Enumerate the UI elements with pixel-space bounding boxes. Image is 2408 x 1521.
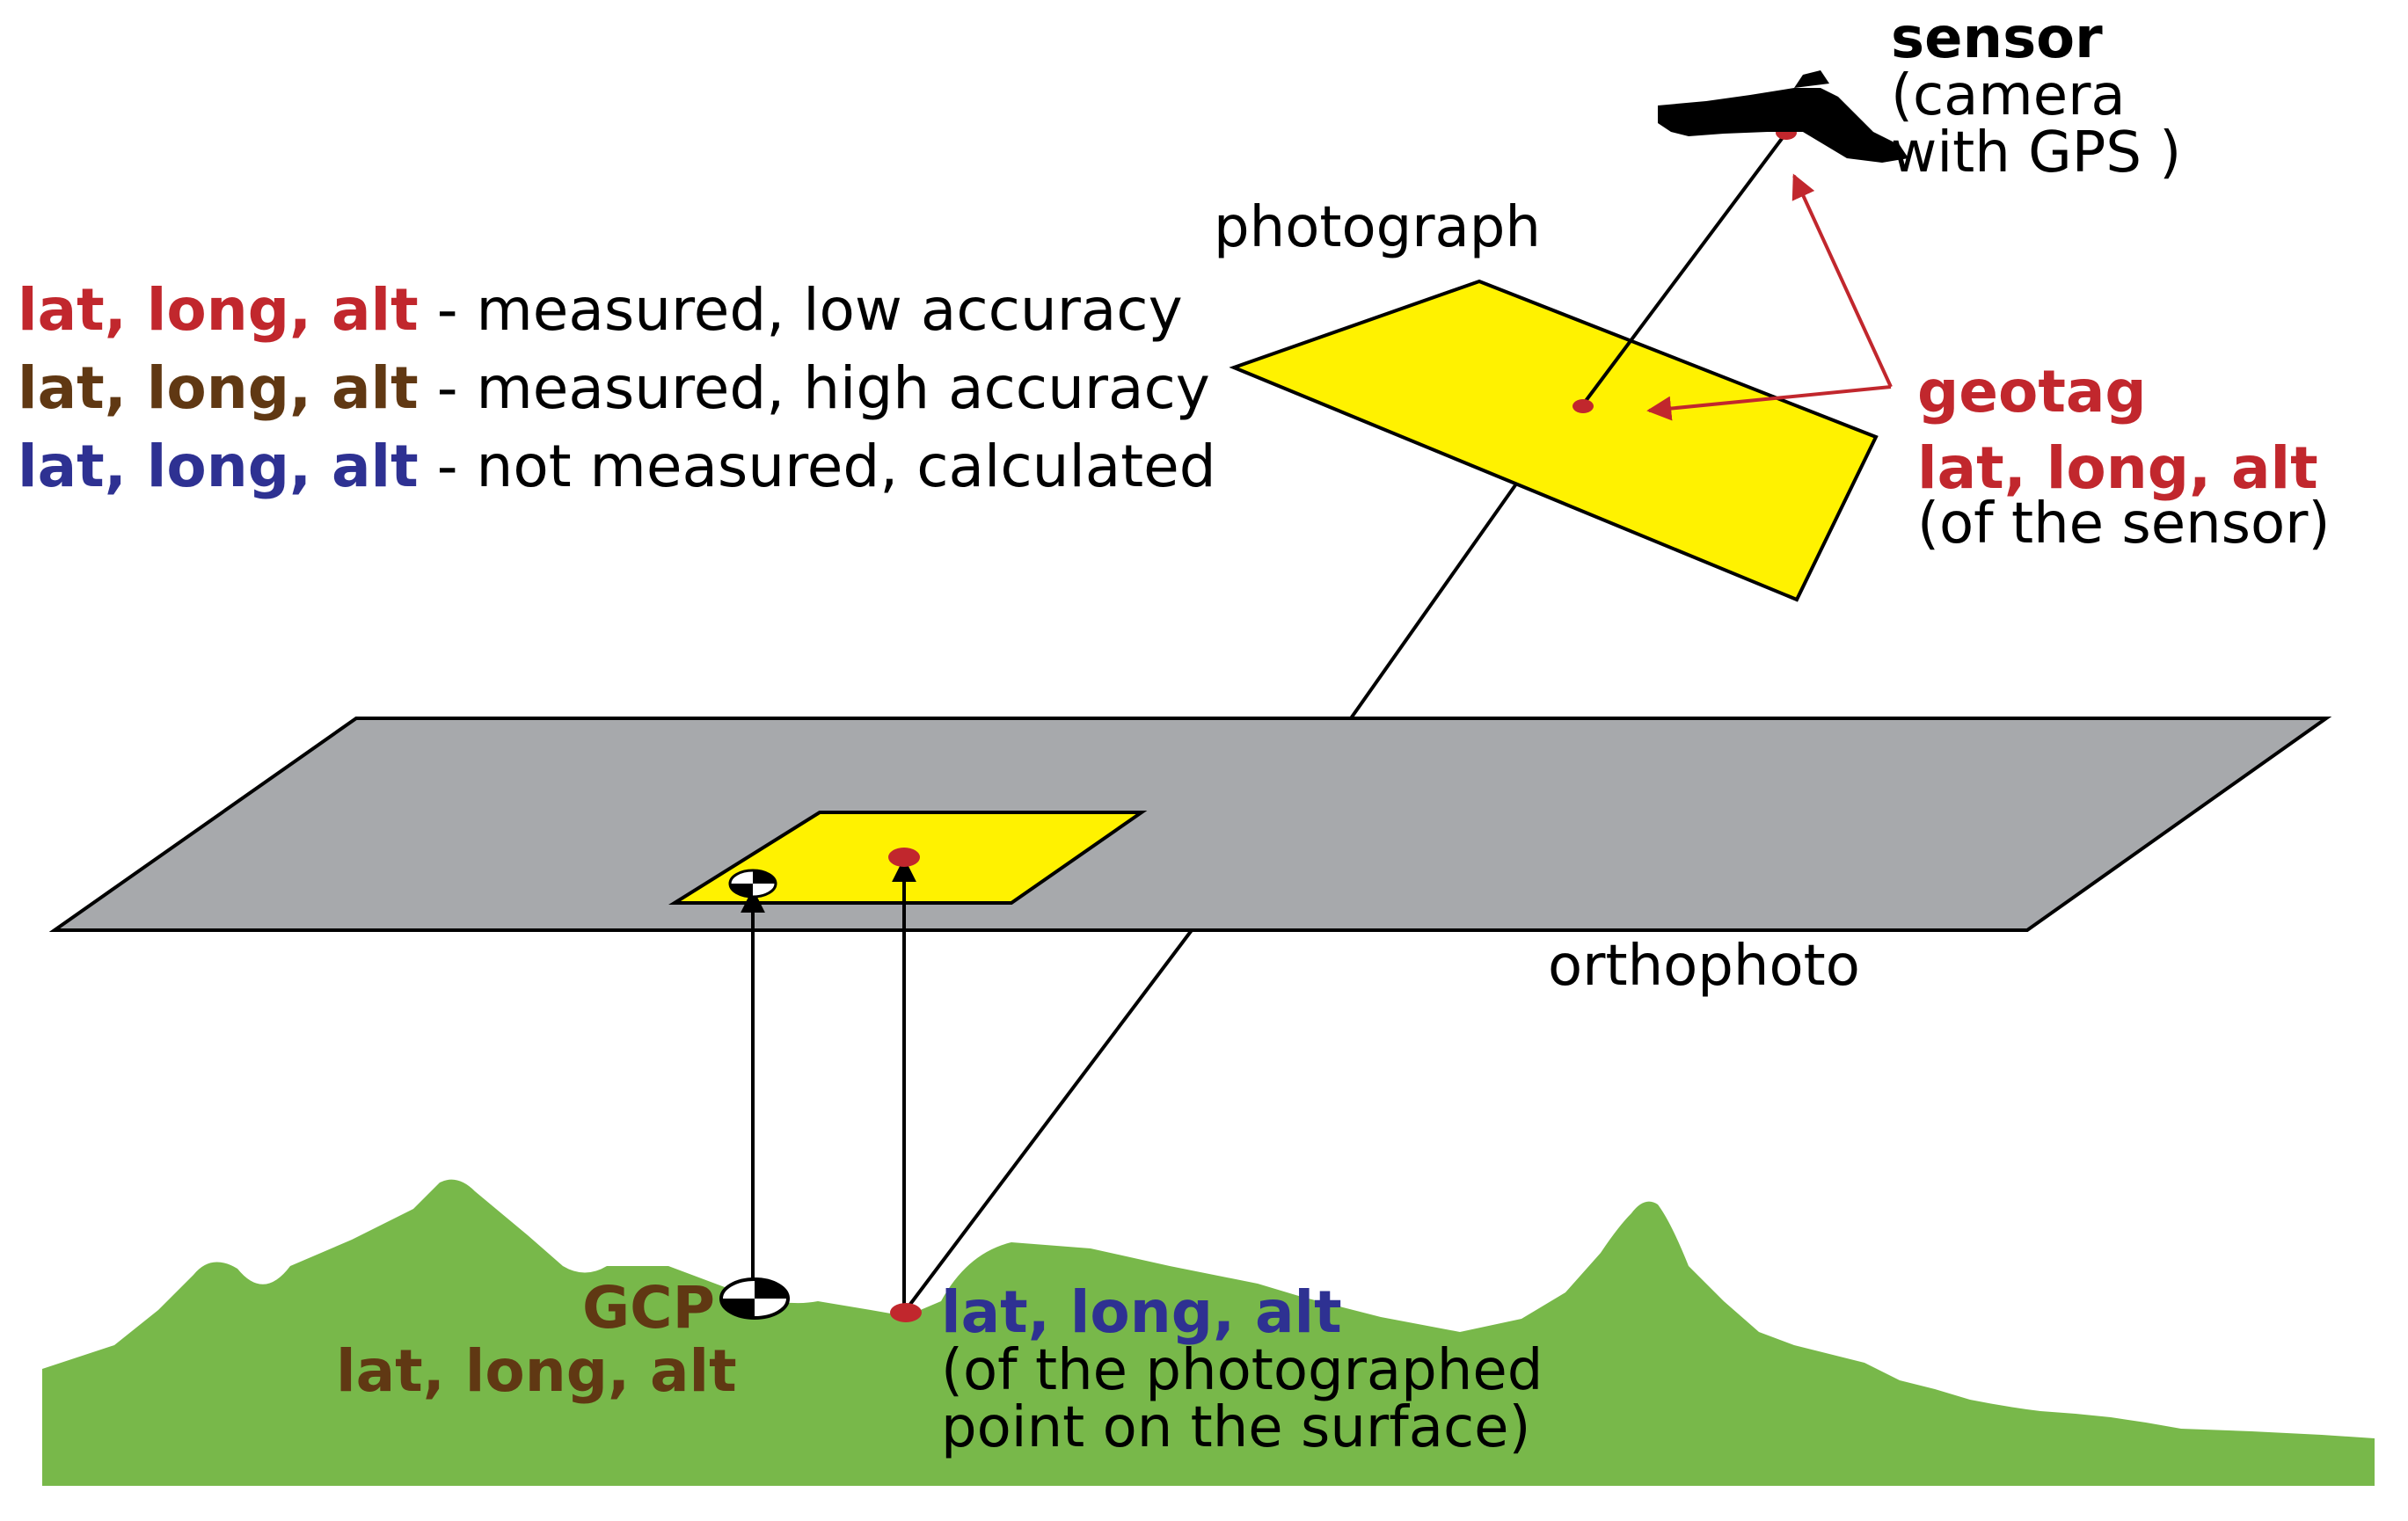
ground-terrain xyxy=(42,1179,2375,1486)
legend-row-calculated: lat, long, alt - not measured, calculate… xyxy=(18,433,1216,500)
photograph-plane xyxy=(1229,279,1879,602)
sensor-title: sensor xyxy=(1891,6,2103,71)
drone-sensor-tail xyxy=(1794,70,1829,88)
legend-key-low-accuracy: lat, long, alt xyxy=(18,276,419,344)
projection-ray-middle xyxy=(1349,481,1519,720)
sensor-line2: with GPS ) xyxy=(1891,120,2181,186)
gcp-title: GCP xyxy=(582,1274,715,1342)
legend-desc-high-accuracy: - measured, high accuracy xyxy=(419,354,1210,422)
geotag-note: (of the sensor) xyxy=(1917,491,2330,557)
surface-point-line1: (of the photographed xyxy=(941,1338,1543,1403)
legend-desc-calculated: - not measured, calculated xyxy=(419,433,1216,500)
drone-sensor-icon xyxy=(1658,88,1908,163)
legend-key-calculated: lat, long, alt xyxy=(18,433,419,500)
geotag-arrow-to-sensor xyxy=(1791,173,1893,388)
gcp-coords: lat, long, alt xyxy=(336,1337,737,1405)
gcp-target-icon xyxy=(719,1277,790,1320)
surface-point-marker xyxy=(890,1303,922,1322)
legend-key-high-accuracy: lat, long, alt xyxy=(18,354,419,422)
orthophoto-label: orthophoto xyxy=(1548,934,1860,999)
orthophoto-gcp-target-icon xyxy=(728,869,777,899)
projection-ray-lower xyxy=(904,928,1193,1312)
projection-ray-upper xyxy=(1581,131,1788,406)
legend-row-low-accuracy: lat, long, alt - measured, low accuracy xyxy=(18,276,1183,344)
legend-desc-low-accuracy: - measured, low accuracy xyxy=(419,276,1183,344)
surface-point-coords: lat, long, alt xyxy=(941,1278,1342,1346)
photograph-center-point xyxy=(1572,399,1594,413)
orthophoto-plane xyxy=(48,717,2332,932)
surface-point-line2: point on the surface) xyxy=(941,1395,1531,1460)
legend-row-high-accuracy: lat, long, alt - measured, high accuracy xyxy=(18,354,1210,422)
photograph-label: photograph xyxy=(1214,195,1541,260)
geotag-arrow-to-photo xyxy=(1646,385,1892,421)
sensor-line1: (camera xyxy=(1891,63,2126,128)
geotag-title: geotag xyxy=(1917,358,2147,426)
geotag-coords: lat, long, alt xyxy=(1917,434,2318,502)
orthophoto-calculated-point xyxy=(888,848,920,867)
